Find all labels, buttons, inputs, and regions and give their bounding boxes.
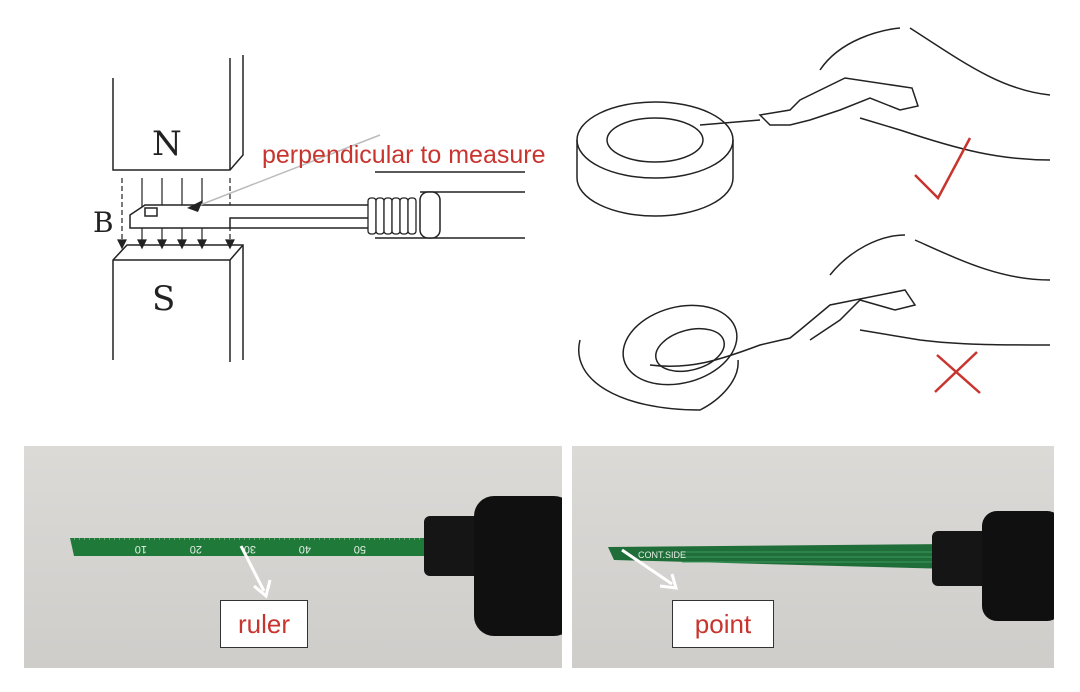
point-label: point (672, 600, 774, 648)
ruler-number: 10 (135, 543, 147, 555)
ruler-number: 20 (190, 543, 202, 555)
south-label: S (152, 279, 175, 319)
point-probe-photo: CONT.SIDE point (572, 446, 1054, 668)
ruler-probe-photo: 10 20 30 40 50 ruler (24, 446, 562, 668)
ruler-number: 30 (244, 543, 256, 555)
north-magnet (112, 55, 244, 171)
ruler-number: 40 (299, 543, 311, 555)
wrong-usage-illustration (578, 234, 1051, 411)
cross-mark-icon (934, 351, 981, 394)
pointer-arrowhead (187, 200, 203, 212)
probe-print-text: CONT.SIDE (638, 550, 686, 560)
hall-probe-diagram: N S B perpendicular to measure (93, 27, 1051, 411)
arrow-icon (253, 579, 272, 599)
hall-probe (129, 171, 525, 239)
annotation-pointer (199, 134, 381, 206)
correct-usage-illustration (576, 27, 1051, 217)
probe-handle (932, 531, 992, 586)
ruler-label: ruler (220, 600, 308, 648)
ruler-number: 50 (354, 543, 366, 555)
arrow-icon (659, 573, 679, 590)
north-label: N (152, 124, 182, 164)
south-magnet (112, 244, 244, 362)
pcb-ruler-strip (70, 538, 444, 556)
check-mark-icon (914, 137, 972, 201)
field-b-label: B (93, 206, 114, 239)
perpendicular-annotation: perpendicular to measure (262, 141, 546, 169)
